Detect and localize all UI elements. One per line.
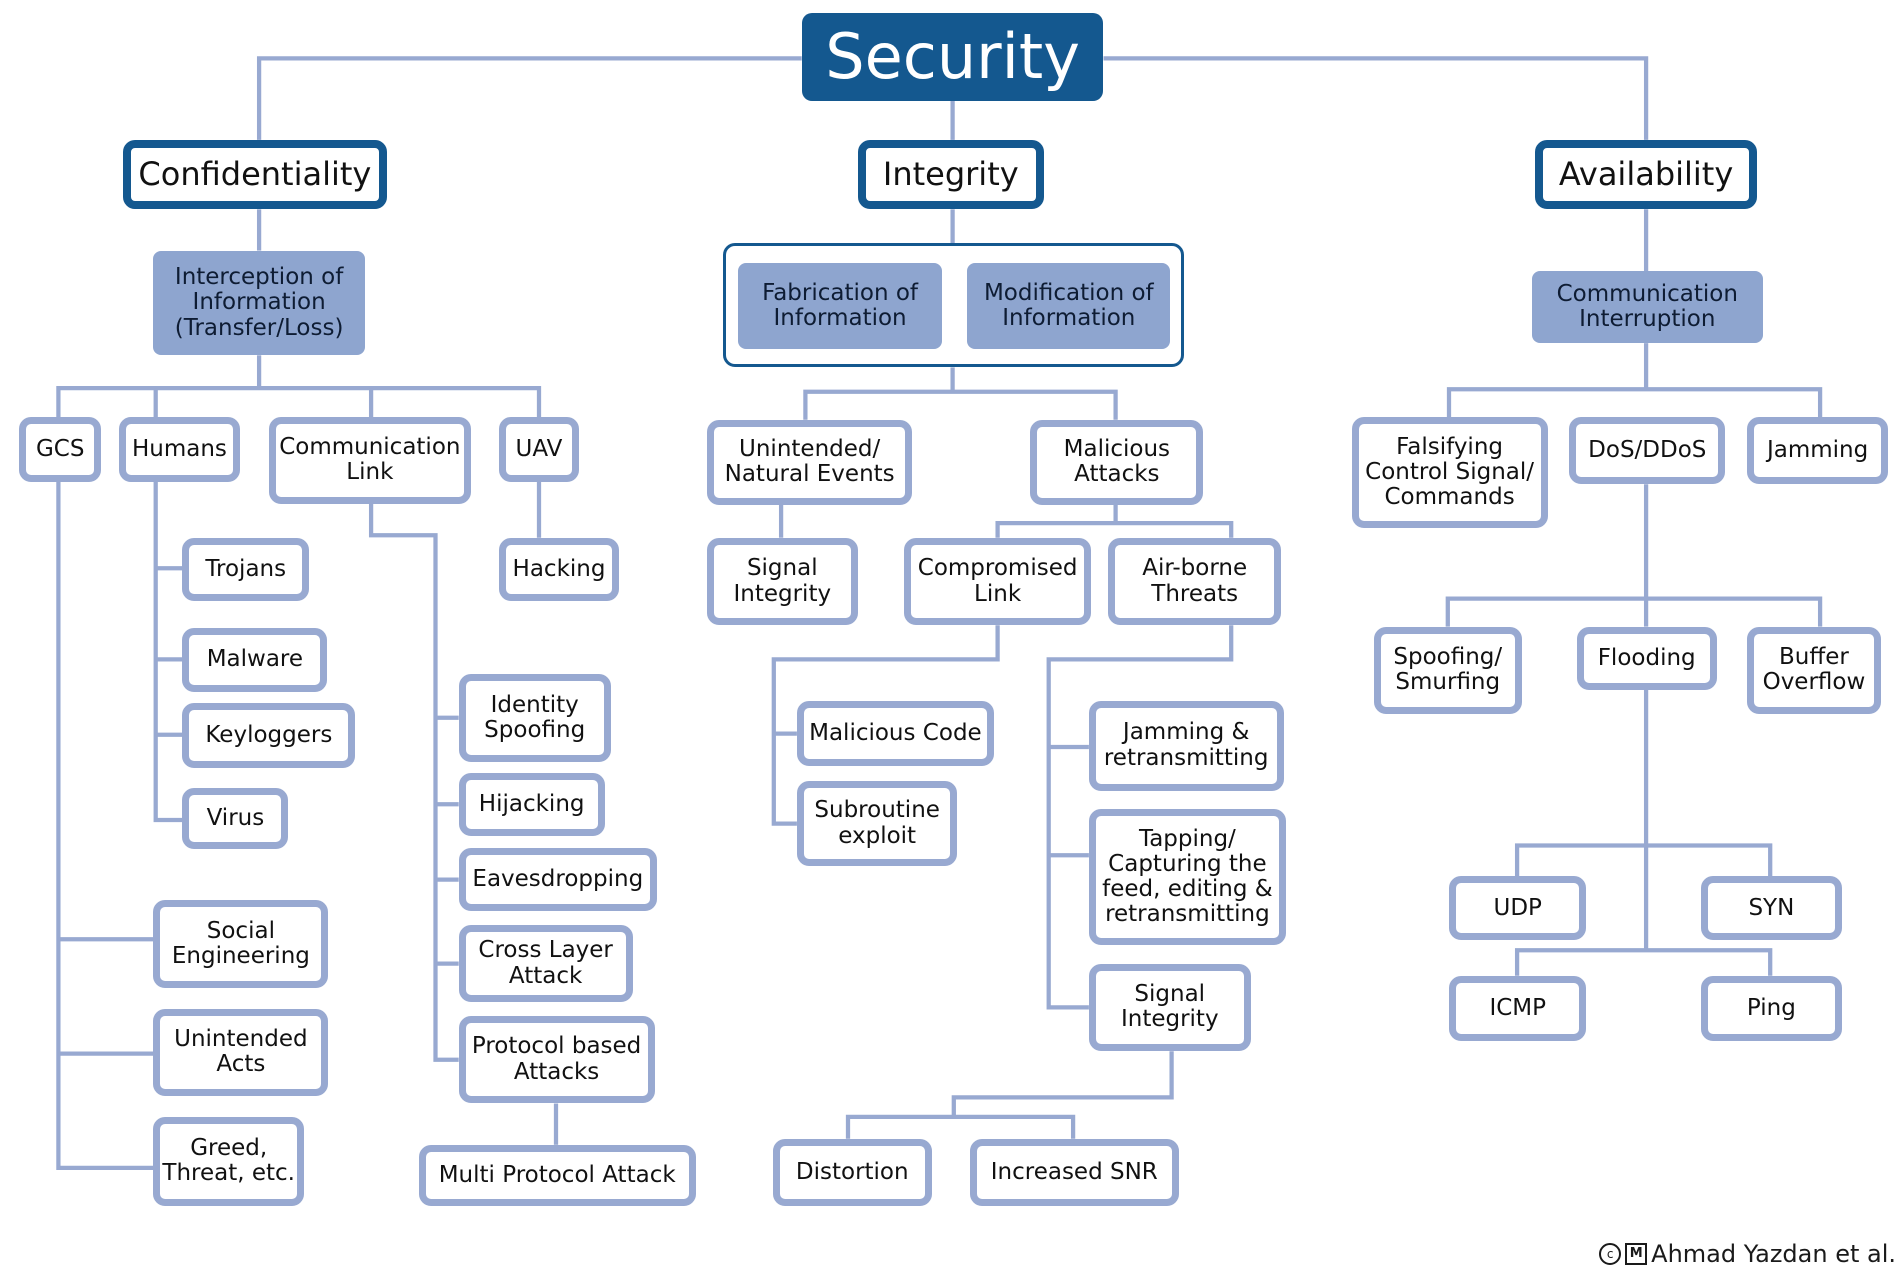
node-compromised-link: Compromised Link [903,537,1092,626]
connector-line-34 [845,1114,1076,1139]
node-multi-protocol-attack: Multi Protocol Attack [418,1144,696,1206]
connector-line-11 [153,481,183,823]
node-social-engineering: Social Engineering [153,900,329,988]
node-flooding: Flooding [1576,626,1717,690]
connector-line-30 [1046,625,1234,1010]
node-humans: Humans [119,417,240,482]
node-protocol-based-attacks: Protocol based Attacks [458,1015,655,1104]
node-icmp: ICMP [1448,975,1587,1042]
connector-line-28 [771,625,1000,826]
node-communication-interruption: Communication Interruption [1531,271,1763,344]
node-security: Security [801,13,1104,101]
node-hacking: Hacking [498,537,620,601]
connector-line-27 [995,520,1234,538]
node-malicious-attacks: Malicious Attacks [1030,419,1204,505]
node-virus: Virus [182,788,289,850]
credit-text: Ahmad Yazdan et al. [1651,1240,1896,1268]
node-signal-integrity-airborne: Signal Integrity [1088,963,1251,1052]
node-communication-link: Communication Link [268,417,471,504]
node-increased-snr: Increased SNR [969,1138,1179,1206]
node-interception-of-information: Interception of Information (Transfer/Lo… [153,250,365,356]
connector-line-5 [56,385,542,418]
node-eavesdropping: Eavesdropping [458,847,657,912]
node-availability: Availability [1535,139,1757,210]
node-airborne-threats: Air-borne Threats [1108,537,1282,626]
node-spoofing-smurfing: Spoofing/ Smurfing [1373,626,1522,715]
node-subroutine-exploit: Subroutine exploit [796,781,958,867]
node-buffer-overflow: Buffer Overflow [1747,626,1881,715]
copyright-credit: c M Ahmad Yazdan et al. [1599,1240,1896,1268]
node-uav: UAV [498,417,580,482]
node-keyloggers: Keyloggers [182,703,356,768]
connector-line-37 [1446,387,1823,418]
node-jamming-retransmitting: Jamming & retransmitting [1088,700,1284,791]
node-cross-layer-attack: Cross Layer Attack [458,924,633,1003]
node-modification-of-information: Modification of Information [967,262,1171,350]
connector-line-16 [368,503,459,1062]
node-confidentiality: Confidentiality [122,139,387,210]
connector-line-8 [56,481,154,1171]
connector-line-1 [1103,56,1649,140]
node-distortion: Distortion [772,1138,932,1206]
node-dos-ddos: DoS/DDoS [1569,417,1726,485]
node-syn: SYN [1700,875,1842,941]
node-jamming: Jamming [1747,417,1889,485]
node-signal-integrity-natural: Signal Integrity [706,537,858,626]
connector-line-33 [951,1051,1174,1117]
node-tapping-capturing-feed: Tapping/ Capturing the feed, editing & r… [1088,809,1286,946]
node-udp: UDP [1448,875,1587,941]
node-fabrication-of-information: Fabrication of Information [738,262,942,350]
node-integrity: Integrity [857,139,1044,210]
node-malware: Malware [182,627,328,693]
connector-line-41 [1514,843,1773,876]
node-hijacking: Hijacking [458,772,605,836]
node-ping: Ping [1700,975,1842,1042]
node-malicious-code: Malicious Code [796,700,994,767]
connector-line-0 [256,56,802,140]
node-trojans: Trojans [182,537,309,601]
node-unintended-acts: Unintended Acts [153,1008,329,1097]
connector-line-42 [1514,948,1773,976]
node-gcs: GCS [19,417,101,482]
publisher-logo-icon: M [1625,1243,1648,1265]
copyright-icon: c [1599,1243,1622,1265]
connector-line-39 [1445,596,1823,627]
node-falsifying-control-signal: Falsifying Control Signal/ Commands [1351,417,1548,528]
connector-line-24 [803,389,1118,420]
node-greed-threat: Greed, Threat, etc. [153,1116,305,1206]
node-unintended-natural-events: Unintended/ Natural Events [706,419,913,505]
node-identity-spoofing: Identity Spoofing [458,674,611,762]
